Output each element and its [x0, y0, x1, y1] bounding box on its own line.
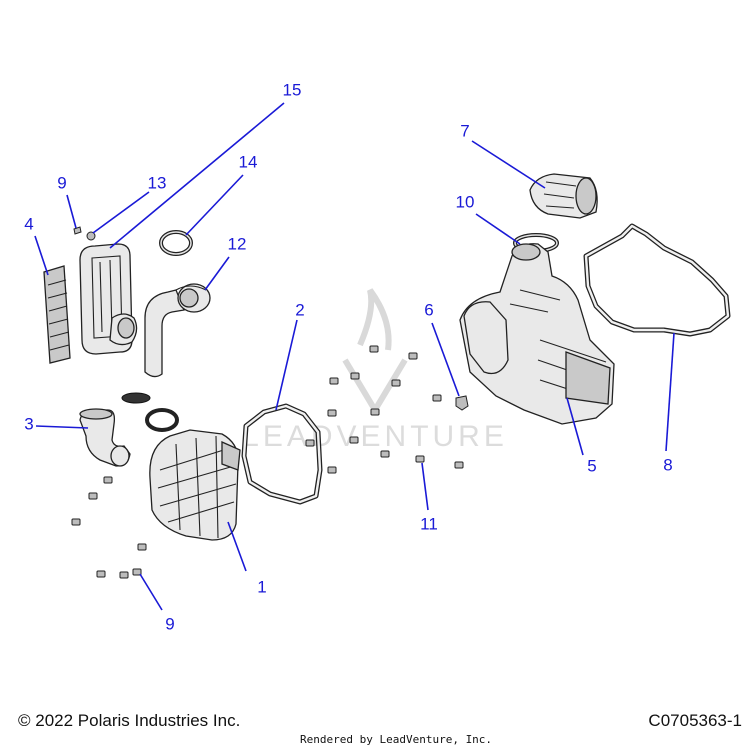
callout-labels: 1 2 3 4 5 6 7 8 9 9 10 11 12 13 14 15 [24, 80, 672, 633]
callout-15[interactable]: 15 [283, 80, 302, 99]
part-duct-adapter[interactable] [529, 173, 598, 219]
diagram-code: C0705363-1 [648, 711, 742, 730]
part-drain-valve[interactable] [455, 395, 469, 411]
leadventure-watermark: LEADVENTURE [242, 288, 508, 453]
callout-1[interactable]: 1 [257, 577, 266, 596]
part-clamp-14[interactable] [159, 230, 193, 256]
part-filter-housing[interactable] [79, 243, 138, 355]
part-grommet[interactable] [86, 231, 96, 241]
part-airbox-cover[interactable] [149, 429, 241, 541]
part-elbow-duct[interactable] [79, 408, 131, 467]
callout-7[interactable]: 7 [460, 121, 469, 140]
callout-13[interactable]: 13 [148, 173, 167, 192]
callout-8[interactable]: 8 [663, 455, 672, 474]
part-gasket-2[interactable] [241, 403, 323, 505]
callout-9-top[interactable]: 9 [57, 173, 66, 192]
fasteners [71, 345, 464, 579]
part-clamp-lower[interactable] [145, 408, 179, 432]
callout-4[interactable]: 4 [24, 214, 33, 233]
part-screw-9-top[interactable] [73, 226, 82, 235]
part-intake-tube[interactable] [144, 283, 211, 378]
copyright-text: © 2022 Polaris Industries Inc. [18, 711, 241, 730]
callout-5[interactable]: 5 [587, 456, 596, 475]
leader-lines [34, 102, 675, 611]
callout-2[interactable]: 2 [295, 300, 304, 319]
part-gasket-8[interactable] [583, 223, 731, 337]
rendered-by-text: Rendered by LeadVenture, Inc. [300, 733, 493, 746]
part-seal-ring[interactable] [121, 392, 151, 404]
callout-10[interactable]: 10 [456, 192, 475, 211]
callout-3[interactable]: 3 [24, 414, 33, 433]
svg-text:LEADVENTURE: LEADVENTURE [242, 420, 508, 453]
callout-9-bottom[interactable]: 9 [165, 614, 174, 633]
part-filter-element[interactable] [43, 265, 71, 364]
part-airbox-housing[interactable] [459, 243, 615, 425]
callout-12[interactable]: 12 [228, 234, 247, 253]
callout-6[interactable]: 6 [424, 300, 433, 319]
callout-11[interactable]: 11 [420, 514, 438, 533]
callout-14[interactable]: 14 [239, 152, 258, 171]
